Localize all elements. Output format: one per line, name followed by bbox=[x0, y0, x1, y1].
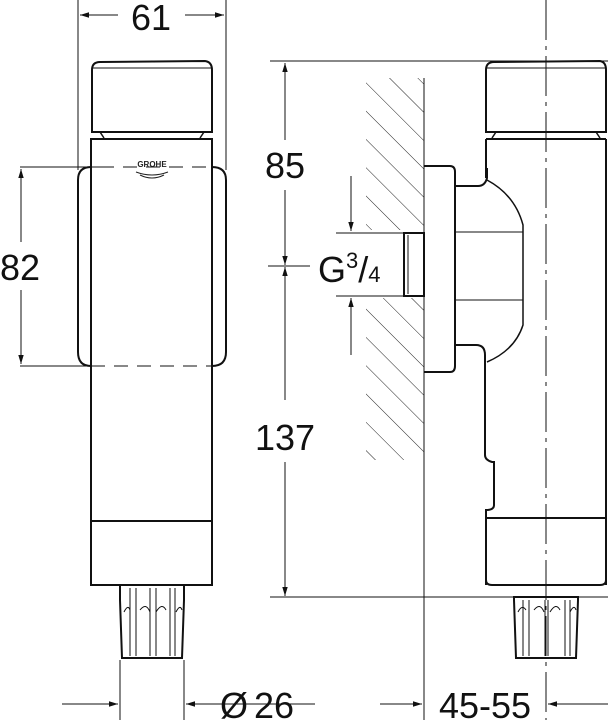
svg-text:GROHE: GROHE bbox=[137, 160, 167, 169]
dim-cover-height-82: 82 bbox=[0, 247, 40, 288]
side-view bbox=[268, 0, 608, 720]
grohe-logo: GROHE bbox=[135, 160, 169, 179]
dim-wall-distance: 45-55 bbox=[439, 685, 531, 720]
dim-inlet-to-bottom-137: 137 bbox=[255, 417, 315, 458]
dim-thread-size: G3/4 bbox=[318, 248, 381, 290]
front-view bbox=[18, 0, 315, 720]
dim-top-to-inlet-85: 85 bbox=[265, 145, 305, 186]
dim-width-61: 61 bbox=[131, 0, 171, 38]
